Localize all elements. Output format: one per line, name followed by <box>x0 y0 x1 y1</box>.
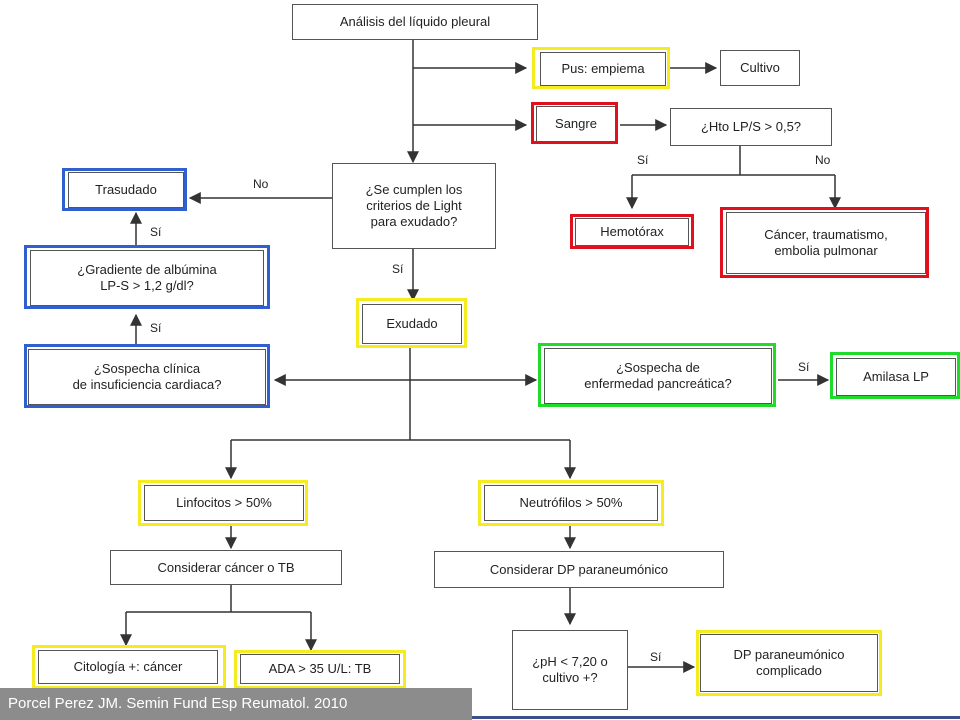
exudado-box: Exudado <box>362 304 462 344</box>
sospecha-pancreatica-box: ¿Sospecha de enfermedad pancreática? <box>544 348 772 404</box>
ada-box: ADA > 35 U/L: TB <box>240 654 400 684</box>
highlight-sangre-red <box>531 102 618 144</box>
highlight-pus-yellow <box>532 47 670 89</box>
highlight-ada-yellow <box>234 650 406 689</box>
considerar-cancer-box: Considerar cáncer o TB <box>110 550 342 585</box>
highlight-gradiente-blue <box>24 245 270 309</box>
citation-footer: Porcel Perez JM. Semin Fund Esp Reumatol… <box>0 688 472 720</box>
citologia-box: Citología +: cáncer <box>38 650 218 684</box>
light-criteria-box: ¿Se cumplen los criterios de Light para … <box>332 163 496 249</box>
highlight-cardiaca-blue <box>24 344 270 408</box>
label-si-hemotorax: Sí <box>637 153 649 167</box>
cancer-traumatismo-box: Cáncer, traumatismo, embolia pulmonar <box>726 212 926 274</box>
label-si-dp: Sí <box>650 650 662 664</box>
analisis-box: Análisis del líquido pleural <box>292 4 538 40</box>
ph-box: ¿pH < 7,20 o cultivo +? <box>512 630 628 710</box>
highlight-citologia-yellow <box>32 645 226 689</box>
neutrofilos-box: Neutrófilos > 50% <box>484 485 658 521</box>
gradiente-box: ¿Gradiente de albúmina LP-S > 1,2 g/dl? <box>30 250 264 306</box>
label-si-gradiente: Sí <box>150 225 162 239</box>
considerar-dp-box: Considerar DP paraneumónico <box>434 551 724 588</box>
highlight-linfocitos-yellow <box>138 480 308 526</box>
linfocitos-box: Linfocitos > 50% <box>144 485 304 521</box>
highlight-hemotorax-red <box>570 214 694 249</box>
cultivo-box: Cultivo <box>720 50 800 86</box>
highlight-exudado-yellow <box>356 298 467 348</box>
highlight-cancer-red <box>720 207 929 278</box>
label-si-exudado: Sí <box>392 262 404 276</box>
sospecha-cardiaca-box: ¿Sospecha clínica de insuficiencia cardi… <box>28 349 266 405</box>
label-si-cardiaca: Sí <box>150 321 162 335</box>
highlight-trasudado-blue <box>62 168 187 211</box>
label-no-trasudado: No <box>253 177 269 191</box>
bottom-rule <box>472 716 960 719</box>
trasudado-box: Trasudado <box>68 172 184 208</box>
highlight-neutrofilos-yellow <box>478 480 664 526</box>
label-no-cancer: No <box>815 153 831 167</box>
label-si-amilasa: Sí <box>798 360 810 374</box>
highlight-pancreatica-green <box>538 343 776 407</box>
pus-box: Pus: empiema <box>540 52 666 86</box>
highlight-dp-complicado-yellow <box>696 630 882 696</box>
amilasa-box: Amilasa LP <box>836 358 956 396</box>
sangre-box: Sangre <box>536 106 616 142</box>
hto-box: ¿Hto LP/S > 0,5? <box>670 108 832 146</box>
dp-complicado-box: DP paraneumónico complicado <box>700 634 878 692</box>
highlight-amilasa-green <box>830 352 960 399</box>
hemotorax-box: Hemotórax <box>575 218 689 246</box>
